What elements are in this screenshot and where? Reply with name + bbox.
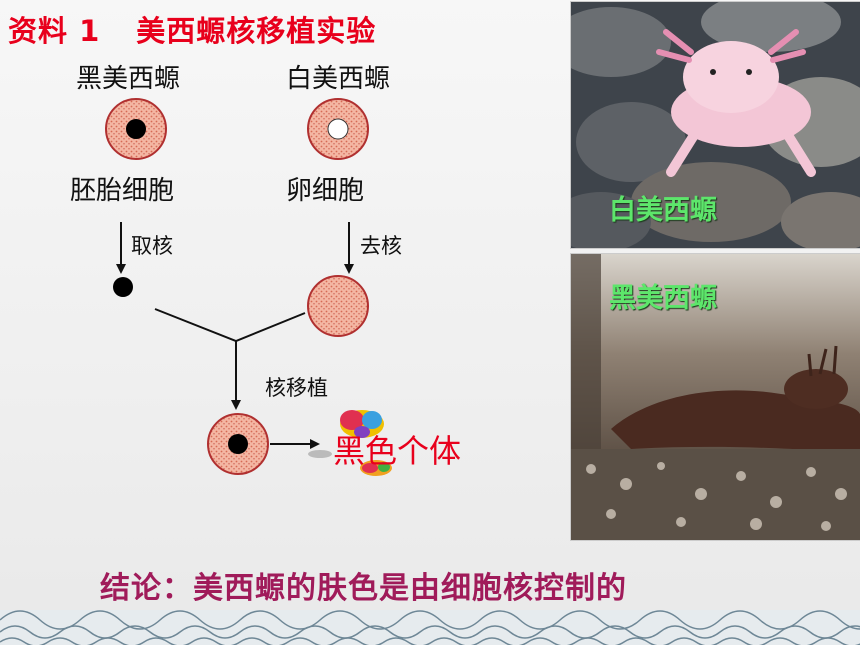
title-label: 资料 1 [8, 14, 101, 48]
egg-cell-white [307, 98, 369, 160]
conclusion-text: 结论：美西螈的肤色是由细胞核控制的 [100, 571, 627, 606]
label-embryo-cell: 胚胎细胞 [70, 176, 175, 206]
title-main: 美西螈核移植实验 [136, 14, 377, 48]
label-egg-cell: 卵细胞 [286, 176, 365, 206]
white-axolotl-image [571, 2, 860, 248]
photo-label-black: 黑美西螈 [609, 283, 717, 314]
photo-label-white: 白美西螈 [609, 195, 717, 226]
label-white-axolotl: 白美西螈 [286, 64, 391, 94]
black-axolotl-image [571, 254, 860, 540]
isolated-nucleus [113, 277, 133, 297]
photo-black-axolotl: 黑美西螈 [571, 254, 860, 540]
result-black-individual: 黑色个体 [333, 432, 462, 470]
reconstructed-cell [207, 413, 269, 475]
label-nuclear-transfer: 核移植 [265, 376, 328, 400]
slide-title: 资料 1 美西螈核移植实验 [8, 8, 376, 50]
merge-lines [154, 308, 306, 343]
label-remove-nucleus: 去核 [360, 234, 402, 258]
enucleated-egg-cell [307, 275, 369, 337]
embryo-cell-black [105, 98, 167, 160]
wave-decoration-icon [0, 610, 860, 645]
photo-white-axolotl: 白美西螈 [571, 2, 860, 248]
label-take-nucleus: 取核 [131, 234, 173, 258]
experiment-diagram [105, 98, 392, 476]
label-black-axolotl: 黑美西螈 [76, 64, 181, 94]
rainbow-decoration-icon [308, 410, 392, 476]
